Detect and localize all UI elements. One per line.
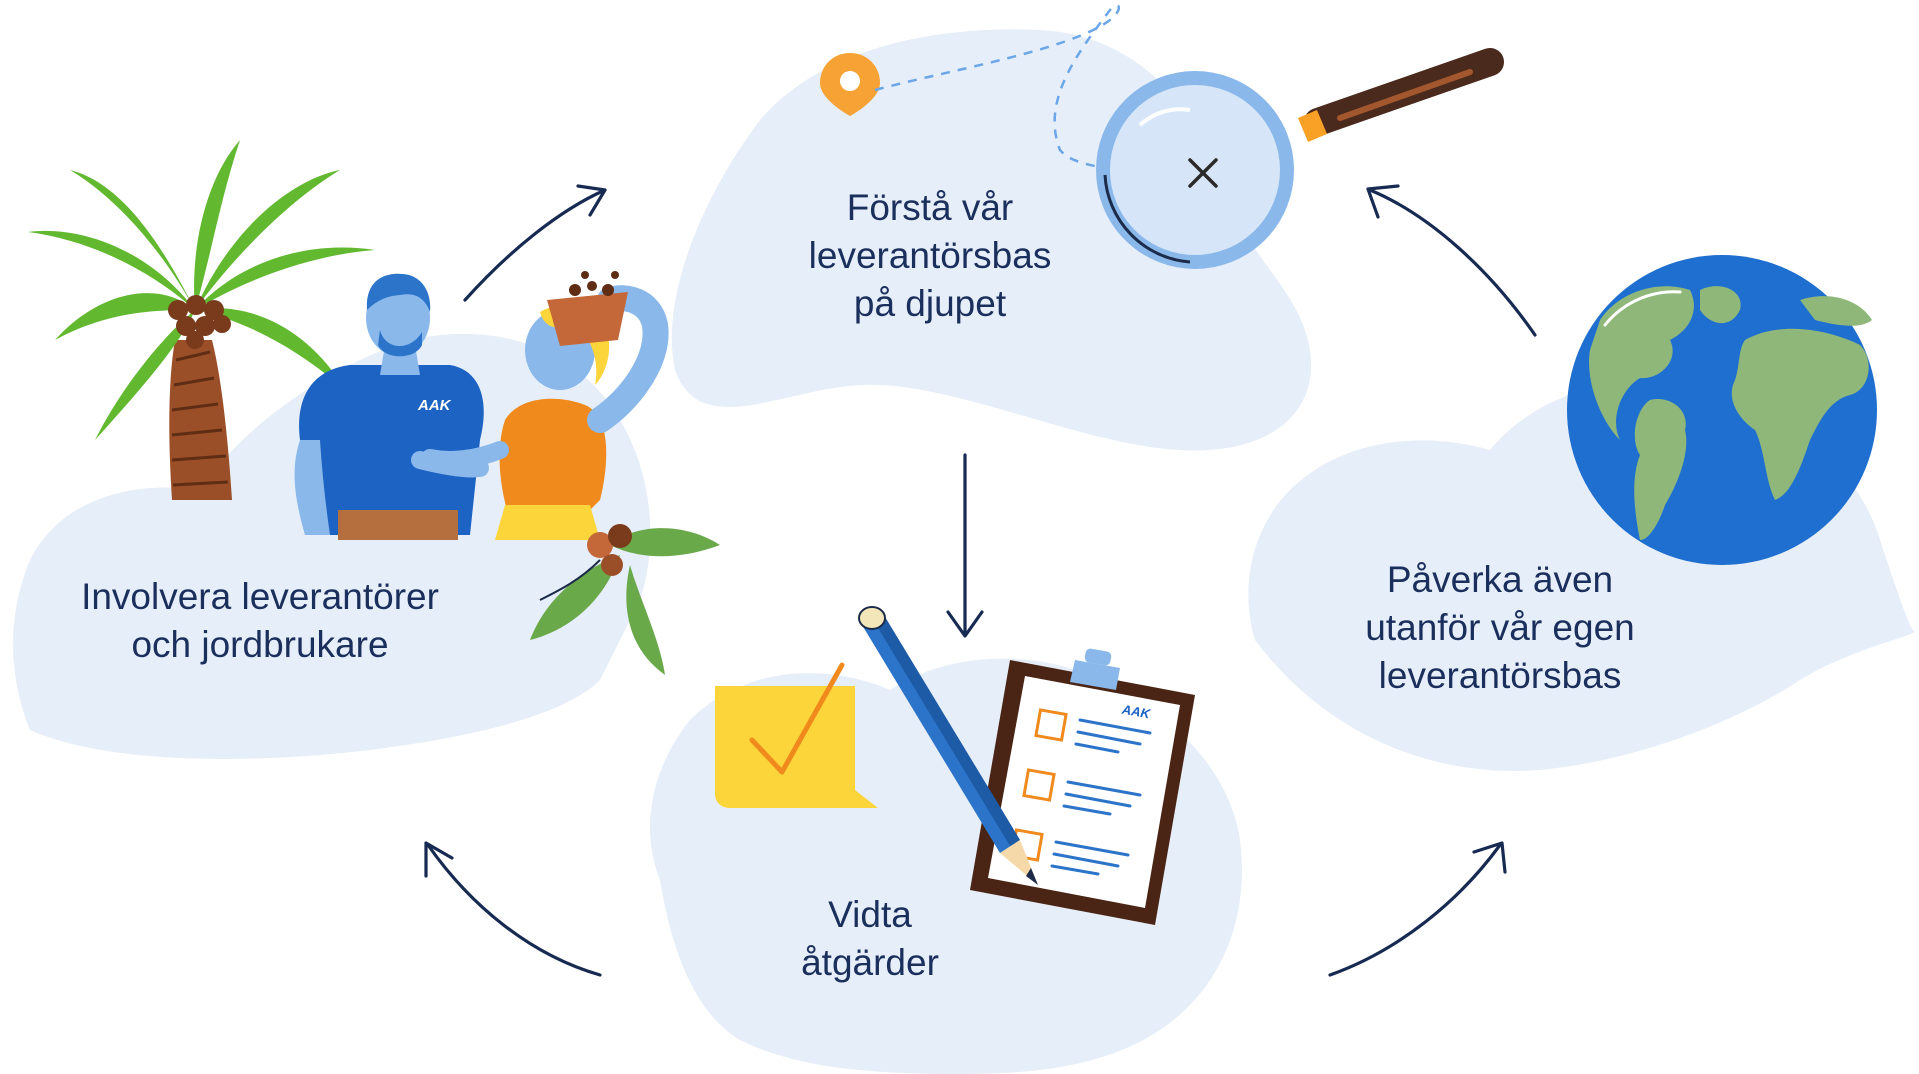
worker-man-illustration: AAK [294,273,489,540]
arrow-influence-to-understand [1366,184,1537,337]
arrow-act-to-engage [424,841,602,977]
shirt-logo: AAK [417,397,452,414]
palm-tree-icon [28,140,375,500]
step-label-influence: Påverka även utanför vår egen leverantör… [1325,556,1675,700]
step-act-line-1: Vidta [828,894,912,935]
step-influence-line-3: leverantörsbas [1378,655,1622,696]
step-influence-line-1: Påverka även [1386,559,1614,600]
worker-woman-illustration [421,271,669,540]
magnifying-glass-icon [1096,48,1504,269]
step-act-line-2: åtgärder [801,942,939,983]
step-label-act: Vidta åtgärder [720,891,1020,987]
pencil-icon [858,606,1038,885]
step-understand-line-3: på djupet [853,283,1007,324]
step-label-understand: Förstå vår leverantörsbas på djupet [755,184,1105,328]
step-understand-line-2: leverantörsbas [808,235,1052,276]
coffee-branch-icon [530,524,720,675]
location-pin-icon [820,53,880,116]
dashed-route [874,4,1201,172]
globe-icon [1567,255,1877,565]
arrow-act-to-influence [1328,841,1507,977]
step-influence-line-2: utanför vår egen [1365,607,1635,648]
step-label-engage: Involvera leverantörer och jordbrukare [40,573,480,669]
arrow-engage-to-understand [463,184,607,302]
arrow-understand-to-act [946,453,984,638]
step-engage-line-1: Involvera leverantörer [81,576,439,617]
step-engage-line-2: och jordbrukare [131,624,389,665]
cloud-engage [13,333,651,759]
checkmark-note-icon [715,662,878,808]
step-understand-line-1: Förstå vår [846,187,1014,228]
